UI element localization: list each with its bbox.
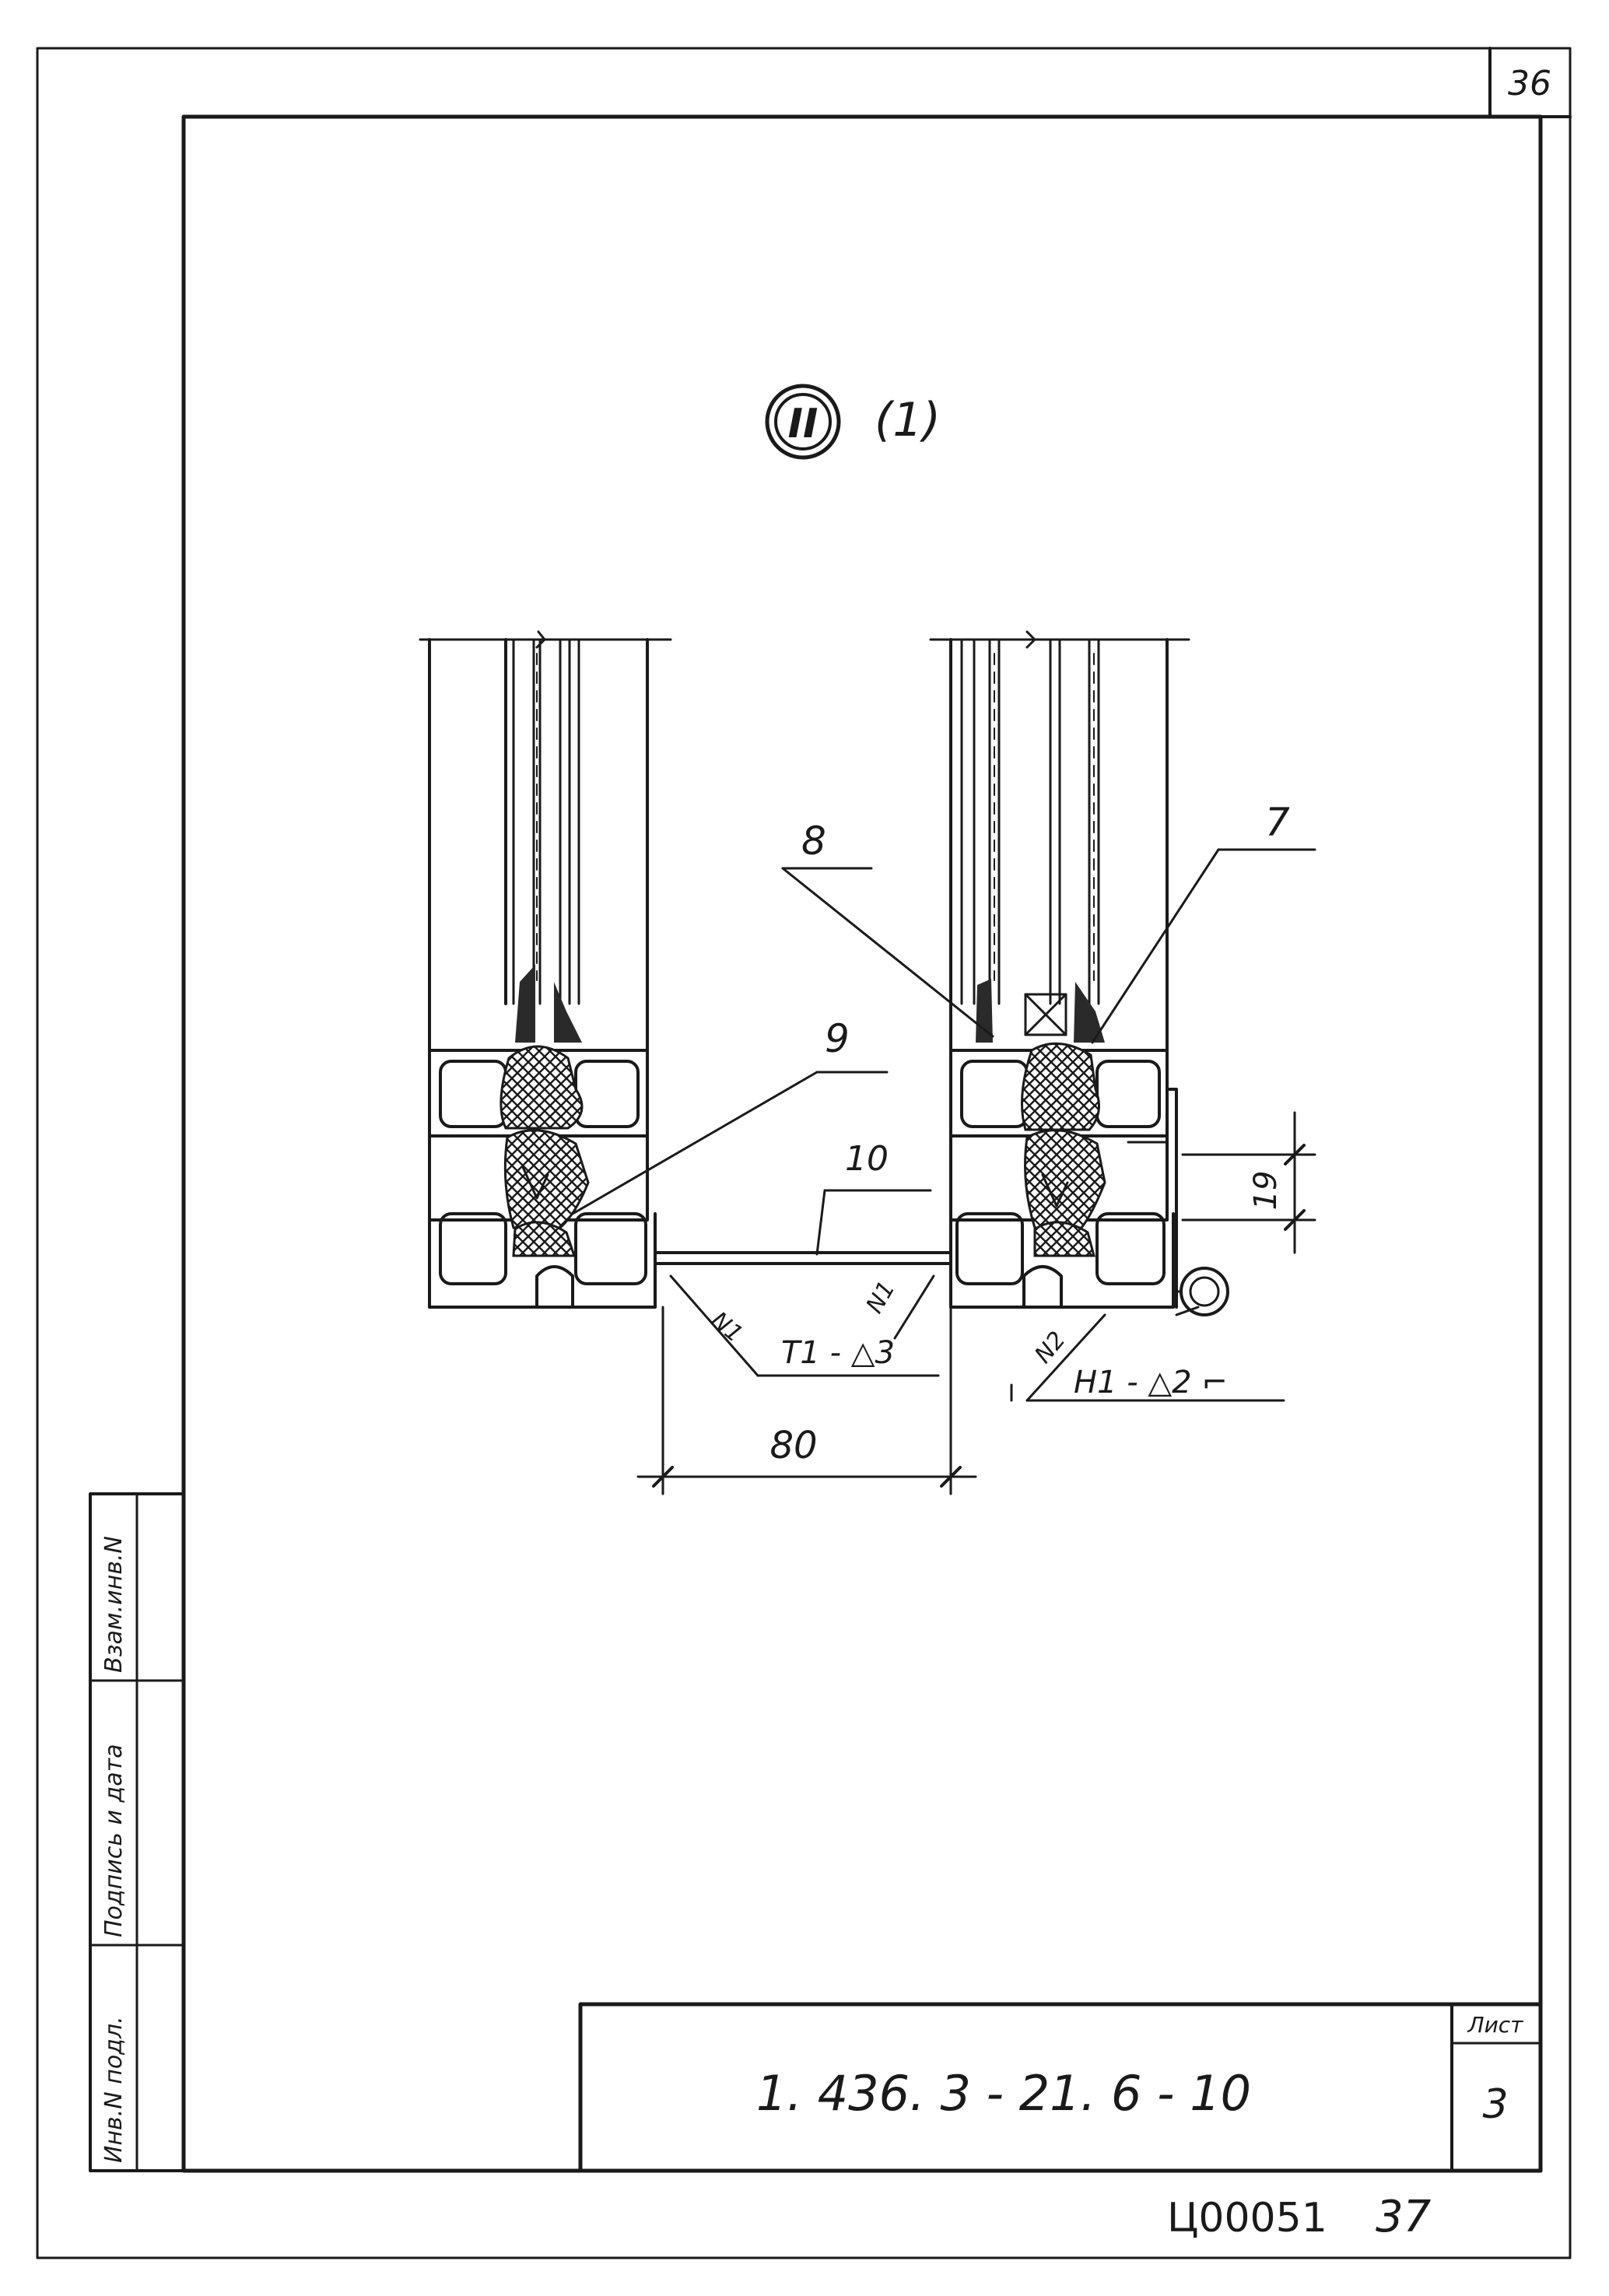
section-numeral: II — [788, 401, 819, 447]
weld-label-n1-left: N1 — [706, 1306, 748, 1348]
dimension-80: 80 — [636, 1306, 977, 1495]
side-stamp: Инв.N подл. Подпись и дата Взам.инв.N — [89, 1492, 185, 2172]
section-index: (1) — [875, 393, 941, 447]
callout-leaders: 8 7 9 10 — [571, 800, 1316, 1256]
side-stamp-field-2: Подпись и дата — [100, 1744, 128, 1938]
side-stamp-field-1: Инв.N подл. — [100, 2016, 128, 2163]
label-9: 9 — [825, 1016, 850, 1061]
label-80: 80 — [769, 1424, 817, 1467]
label-7: 7 — [1265, 800, 1290, 845]
stamp-number: Ц00051 — [1167, 2195, 1327, 2242]
document-designation: 1. 436. 3 - 21. 6 - 10 — [756, 2065, 1251, 2122]
weld-spec-t1: T1 - △3 — [781, 1335, 895, 1371]
weld-label-n1-mid: N1 — [861, 1277, 901, 1318]
outer-border — [36, 47, 1572, 2259]
corner-page-box: 36 — [1488, 47, 1572, 118]
side-stamp-field-3: Взам.инв.N — [100, 1536, 128, 1673]
label-19: 19 — [1248, 1171, 1284, 1211]
label-8: 8 — [801, 818, 826, 864]
right-frame-section — [929, 630, 1229, 1316]
weld-label-n2: N2 — [1029, 1327, 1071, 1369]
stamp-page: 37 — [1376, 2192, 1432, 2242]
section-marker: II (1) — [765, 384, 941, 460]
weld-spec-h1: H1 - △2 ⌐ — [1074, 1365, 1228, 1400]
connecting-plate — [654, 1251, 952, 1265]
sheet-number: 3 — [1482, 2081, 1508, 2128]
left-frame-section — [419, 630, 672, 1309]
corner-page-number: 36 — [1508, 64, 1551, 103]
title-block: 1. 436. 3 - 21. 6 - 10 Лист 3 — [578, 2002, 1543, 2173]
bottom-stamp: Ц00051 37 — [1167, 2192, 1432, 2242]
label-10: 10 — [845, 1139, 889, 1179]
dimension-19: 19 — [1181, 1111, 1316, 1254]
sheet-label: Лист — [1467, 2012, 1524, 2038]
